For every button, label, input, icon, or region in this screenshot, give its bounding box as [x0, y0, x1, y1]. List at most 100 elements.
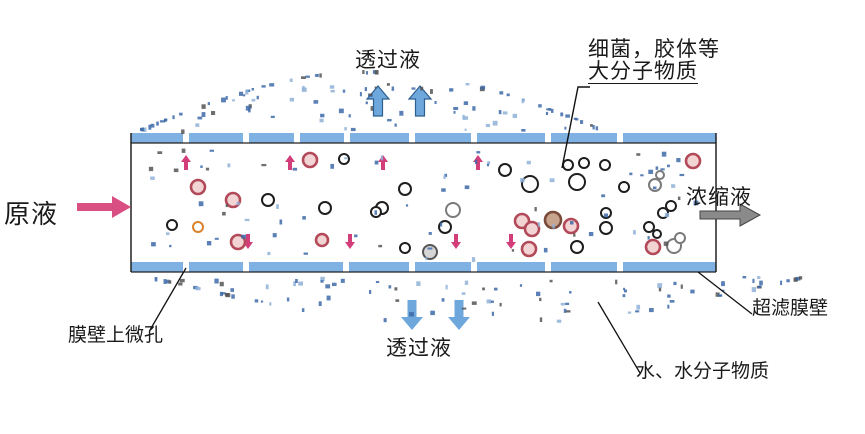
- water-molecule-dot: [374, 70, 379, 75]
- water-molecule-dot: [221, 97, 226, 103]
- water-molecule-dot: [499, 302, 502, 307]
- water-molecule-dot: [498, 110, 502, 115]
- water-molecule-dot: [623, 287, 626, 291]
- particle-ltgrey: [655, 170, 665, 180]
- water-molecule-dot: [565, 114, 570, 118]
- water-molecule-dot: [757, 276, 761, 279]
- water-molecule-dot: [486, 299, 491, 304]
- water-molecule-dot: [539, 317, 543, 322]
- water-molecule-dot: [622, 294, 626, 298]
- water-molecule-dot: [549, 178, 555, 183]
- water-molecule-dot: [534, 207, 537, 212]
- top-membrane-segment: [623, 133, 716, 143]
- water-molecule-dot: [461, 307, 467, 310]
- water-molecule-dot: [200, 165, 203, 168]
- label-micropores: 膜壁上微孔: [68, 324, 164, 346]
- bottom-membrane-segment: [349, 262, 409, 272]
- particle-black: [398, 182, 412, 196]
- water-molecule-dot: [521, 129, 526, 132]
- water-molecule-dot: [350, 127, 356, 132]
- water-molecule-dot: [721, 281, 725, 287]
- particle-black: [665, 200, 677, 212]
- water-molecule-dot: [633, 230, 636, 235]
- water-molecule-dot: [399, 110, 404, 116]
- water-molecule-dot: [537, 222, 541, 227]
- bottom-membrane-segment: [415, 262, 471, 272]
- water-molecule-dot: [409, 312, 414, 317]
- water-molecule-dot: [464, 128, 467, 131]
- particle-red: [301, 151, 319, 169]
- water-molecule-dot: [434, 101, 437, 104]
- water-molecule-dot: [272, 233, 277, 238]
- particle-black: [618, 181, 630, 193]
- water-molecule-dot: [416, 281, 421, 286]
- water-molecule-dot: [502, 111, 508, 115]
- small-down-arrow-icon: [345, 234, 355, 249]
- water-molecule-dot: [752, 278, 755, 283]
- water-molecule-dot: [301, 76, 306, 79]
- water-molecule-dot: [799, 276, 803, 280]
- water-molecule-dot: [590, 124, 593, 127]
- top-membrane-segment: [131, 133, 183, 143]
- water-molecule-dot: [305, 75, 310, 78]
- water-molecule-dot: [715, 292, 720, 297]
- water-molecule-dot: [289, 78, 293, 82]
- water-molecule-dot: [411, 87, 416, 90]
- water-molecule-dot: [543, 247, 548, 253]
- water-molecule-dot: [464, 280, 469, 285]
- micropore: [545, 262, 551, 272]
- water-molecule-dot: [369, 289, 372, 294]
- water-molecule-dot: [157, 151, 163, 154]
- water-molecule-dot: [552, 224, 555, 229]
- label-concentrate: 浓缩液: [686, 185, 752, 209]
- water-molecule-dot: [193, 285, 198, 290]
- water-molecule-dot: [570, 221, 574, 225]
- water-molecule-dot: [265, 284, 269, 290]
- water-molecule-dot: [292, 167, 298, 171]
- water-molecule-dot: [444, 173, 448, 177]
- water-molecule-dot: [169, 244, 172, 248]
- water-molecule-dot: [354, 234, 358, 238]
- water-molecule-dot: [195, 123, 200, 127]
- particle-black: [599, 159, 611, 171]
- water-molecule-dot: [301, 308, 305, 312]
- water-molecule-dot: [181, 148, 186, 153]
- water-molecule-dot: [427, 247, 433, 250]
- label-permeate-bottom: 透过液: [386, 336, 452, 360]
- water-molecule-dot: [673, 281, 677, 286]
- water-molecule-dot: [394, 287, 398, 291]
- water-molecule-dot: [342, 89, 346, 93]
- micropore: [183, 133, 189, 143]
- water-molecule-dot: [197, 116, 203, 120]
- small-down-arrow-icon: [451, 234, 461, 249]
- water-molecule-dot: [545, 111, 549, 115]
- particle-black: [578, 157, 590, 169]
- water-molecule-dot: [677, 196, 681, 200]
- particle-black: [318, 201, 332, 215]
- water-molecule-dot: [780, 280, 783, 286]
- water-molecule-dot: [472, 106, 476, 111]
- water-molecule-dot: [166, 232, 170, 236]
- water-molecule-dot: [441, 298, 445, 302]
- leader-line-macromolecules: [561, 86, 590, 169]
- water-molecule-dot: [348, 114, 351, 118]
- water-molecule-dot: [663, 241, 669, 246]
- water-molecule-dot: [301, 87, 307, 92]
- water-molecule-dot: [430, 310, 435, 316]
- bottom-membrane-segment: [623, 262, 716, 272]
- water-molecule-dot: [453, 107, 459, 110]
- water-molecule-dot: [471, 257, 476, 262]
- water-molecule-dot: [254, 299, 259, 303]
- water-molecule-dot: [244, 218, 250, 222]
- water-molecule-dot: [205, 167, 210, 171]
- water-molecule-dot: [511, 249, 515, 252]
- water-molecule-dot: [209, 149, 214, 152]
- water-molecule-dot: [225, 293, 231, 298]
- water-molecule-dot: [298, 281, 303, 286]
- water-molecule-dot: [165, 279, 170, 284]
- water-molecule-dot: [269, 83, 275, 87]
- label-macromolecules-line1: 细菌，胶体等: [588, 37, 720, 61]
- water-molecule-dot: [374, 160, 379, 165]
- water-molecule-dot: [430, 89, 433, 94]
- water-molecule-dot: [279, 219, 283, 225]
